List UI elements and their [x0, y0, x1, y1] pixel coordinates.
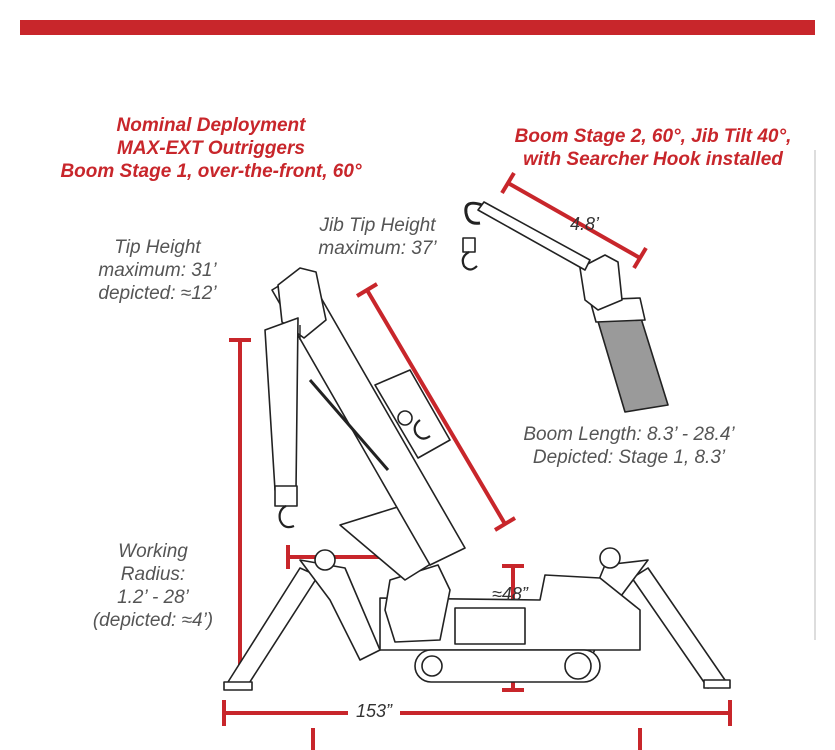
left-foot-pad	[223, 681, 253, 691]
boom-length-line-1: Boom Length: 8.3’ - 28.4’	[523, 424, 735, 445]
boom-length-cap-top	[355, 282, 379, 298]
jib-arm	[264, 317, 299, 491]
right-outrigger-hub	[599, 547, 621, 569]
config-left-line-2: MAX-EXT Outriggers	[117, 138, 305, 159]
config-right-line-2: with Searcher Hook installed	[523, 149, 783, 170]
searcher-hook	[464, 201, 483, 225]
config-left-line-3: Boom Stage 1, over-the-front, 60°	[60, 161, 362, 182]
config-left-line-1: Nominal Deployment	[116, 115, 306, 136]
left-hook-block	[274, 485, 298, 507]
turret	[384, 564, 451, 643]
left-outrigger-rear	[299, 559, 381, 661]
engine-block	[454, 607, 526, 645]
inset-jib-arm	[477, 201, 591, 271]
height-48-value: ≈48”	[492, 584, 528, 604]
track-wheel-rear	[421, 655, 443, 677]
config-right-line-1: Boom Stage 2, 60°, Jib Tilt 40°,	[514, 126, 792, 147]
jib-length-cap-left	[500, 171, 516, 195]
jib-length-cap-right	[632, 246, 648, 270]
inset-jib-plate	[579, 254, 623, 311]
boom-hook-block	[397, 410, 413, 426]
tip-height-line-1: Tip Height	[114, 237, 201, 258]
config-left-caption: Nominal Deployment MAX-EXT Outriggers Bo…	[52, 114, 370, 183]
boom-length-cap-bottom	[493, 516, 517, 532]
jib-tip-line-2: maximum: 37’	[318, 238, 437, 259]
inset-hook	[461, 251, 478, 271]
working-radius-label: Working Radius: 1.2’ - 28’ (depicted: ≈4…	[78, 540, 228, 632]
right-foot-pad	[703, 679, 731, 689]
left-hook	[278, 505, 295, 529]
config-right-caption: Boom Stage 2, 60°, Jib Tilt 40°, with Se…	[488, 125, 818, 171]
jib-length-dimension-line	[507, 181, 641, 260]
boom-length-dimension-line	[365, 288, 507, 526]
inset-hook-block	[462, 237, 476, 253]
working-radius-line-1: Working	[118, 541, 188, 562]
jib-length-value: 4.8’	[570, 214, 600, 234]
working-radius-line-3: 1.2’ - 28’	[117, 587, 189, 608]
left-outrigger-hub	[314, 549, 336, 571]
working-radius-line-2: Radius:	[120, 564, 186, 585]
boom-hook	[413, 419, 431, 440]
boom-length-label: Boom Length: 8.3’ - 28.4’ Depicted: Stag…	[493, 423, 765, 469]
hydraulic-cylinder	[308, 379, 390, 471]
tip-height-line-3: depicted: ≈12’	[98, 283, 217, 304]
right-outrigger-front	[631, 567, 726, 689]
working-radius-line-4: (depicted: ≈4’)	[92, 610, 214, 631]
boom-length-line-2: Depicted: Stage 1, 8.3’	[532, 447, 726, 468]
boom-inner-stage	[374, 369, 451, 459]
header-accent-bar	[20, 20, 815, 35]
crawler-track	[414, 649, 601, 683]
width-153-value: 153”	[348, 701, 401, 722]
track-wheel-front	[564, 652, 592, 680]
tip-height-line-2: maximum: 31’	[98, 260, 217, 281]
jib-tip-height-label: Jib Tip Height maximum: 37’	[305, 214, 450, 260]
inset-boom-section	[596, 314, 669, 413]
tip-height-label: Tip Height maximum: 31’ depicted: ≈12’	[70, 236, 245, 305]
jib-tip-line-1: Jib Tip Height	[319, 215, 436, 236]
